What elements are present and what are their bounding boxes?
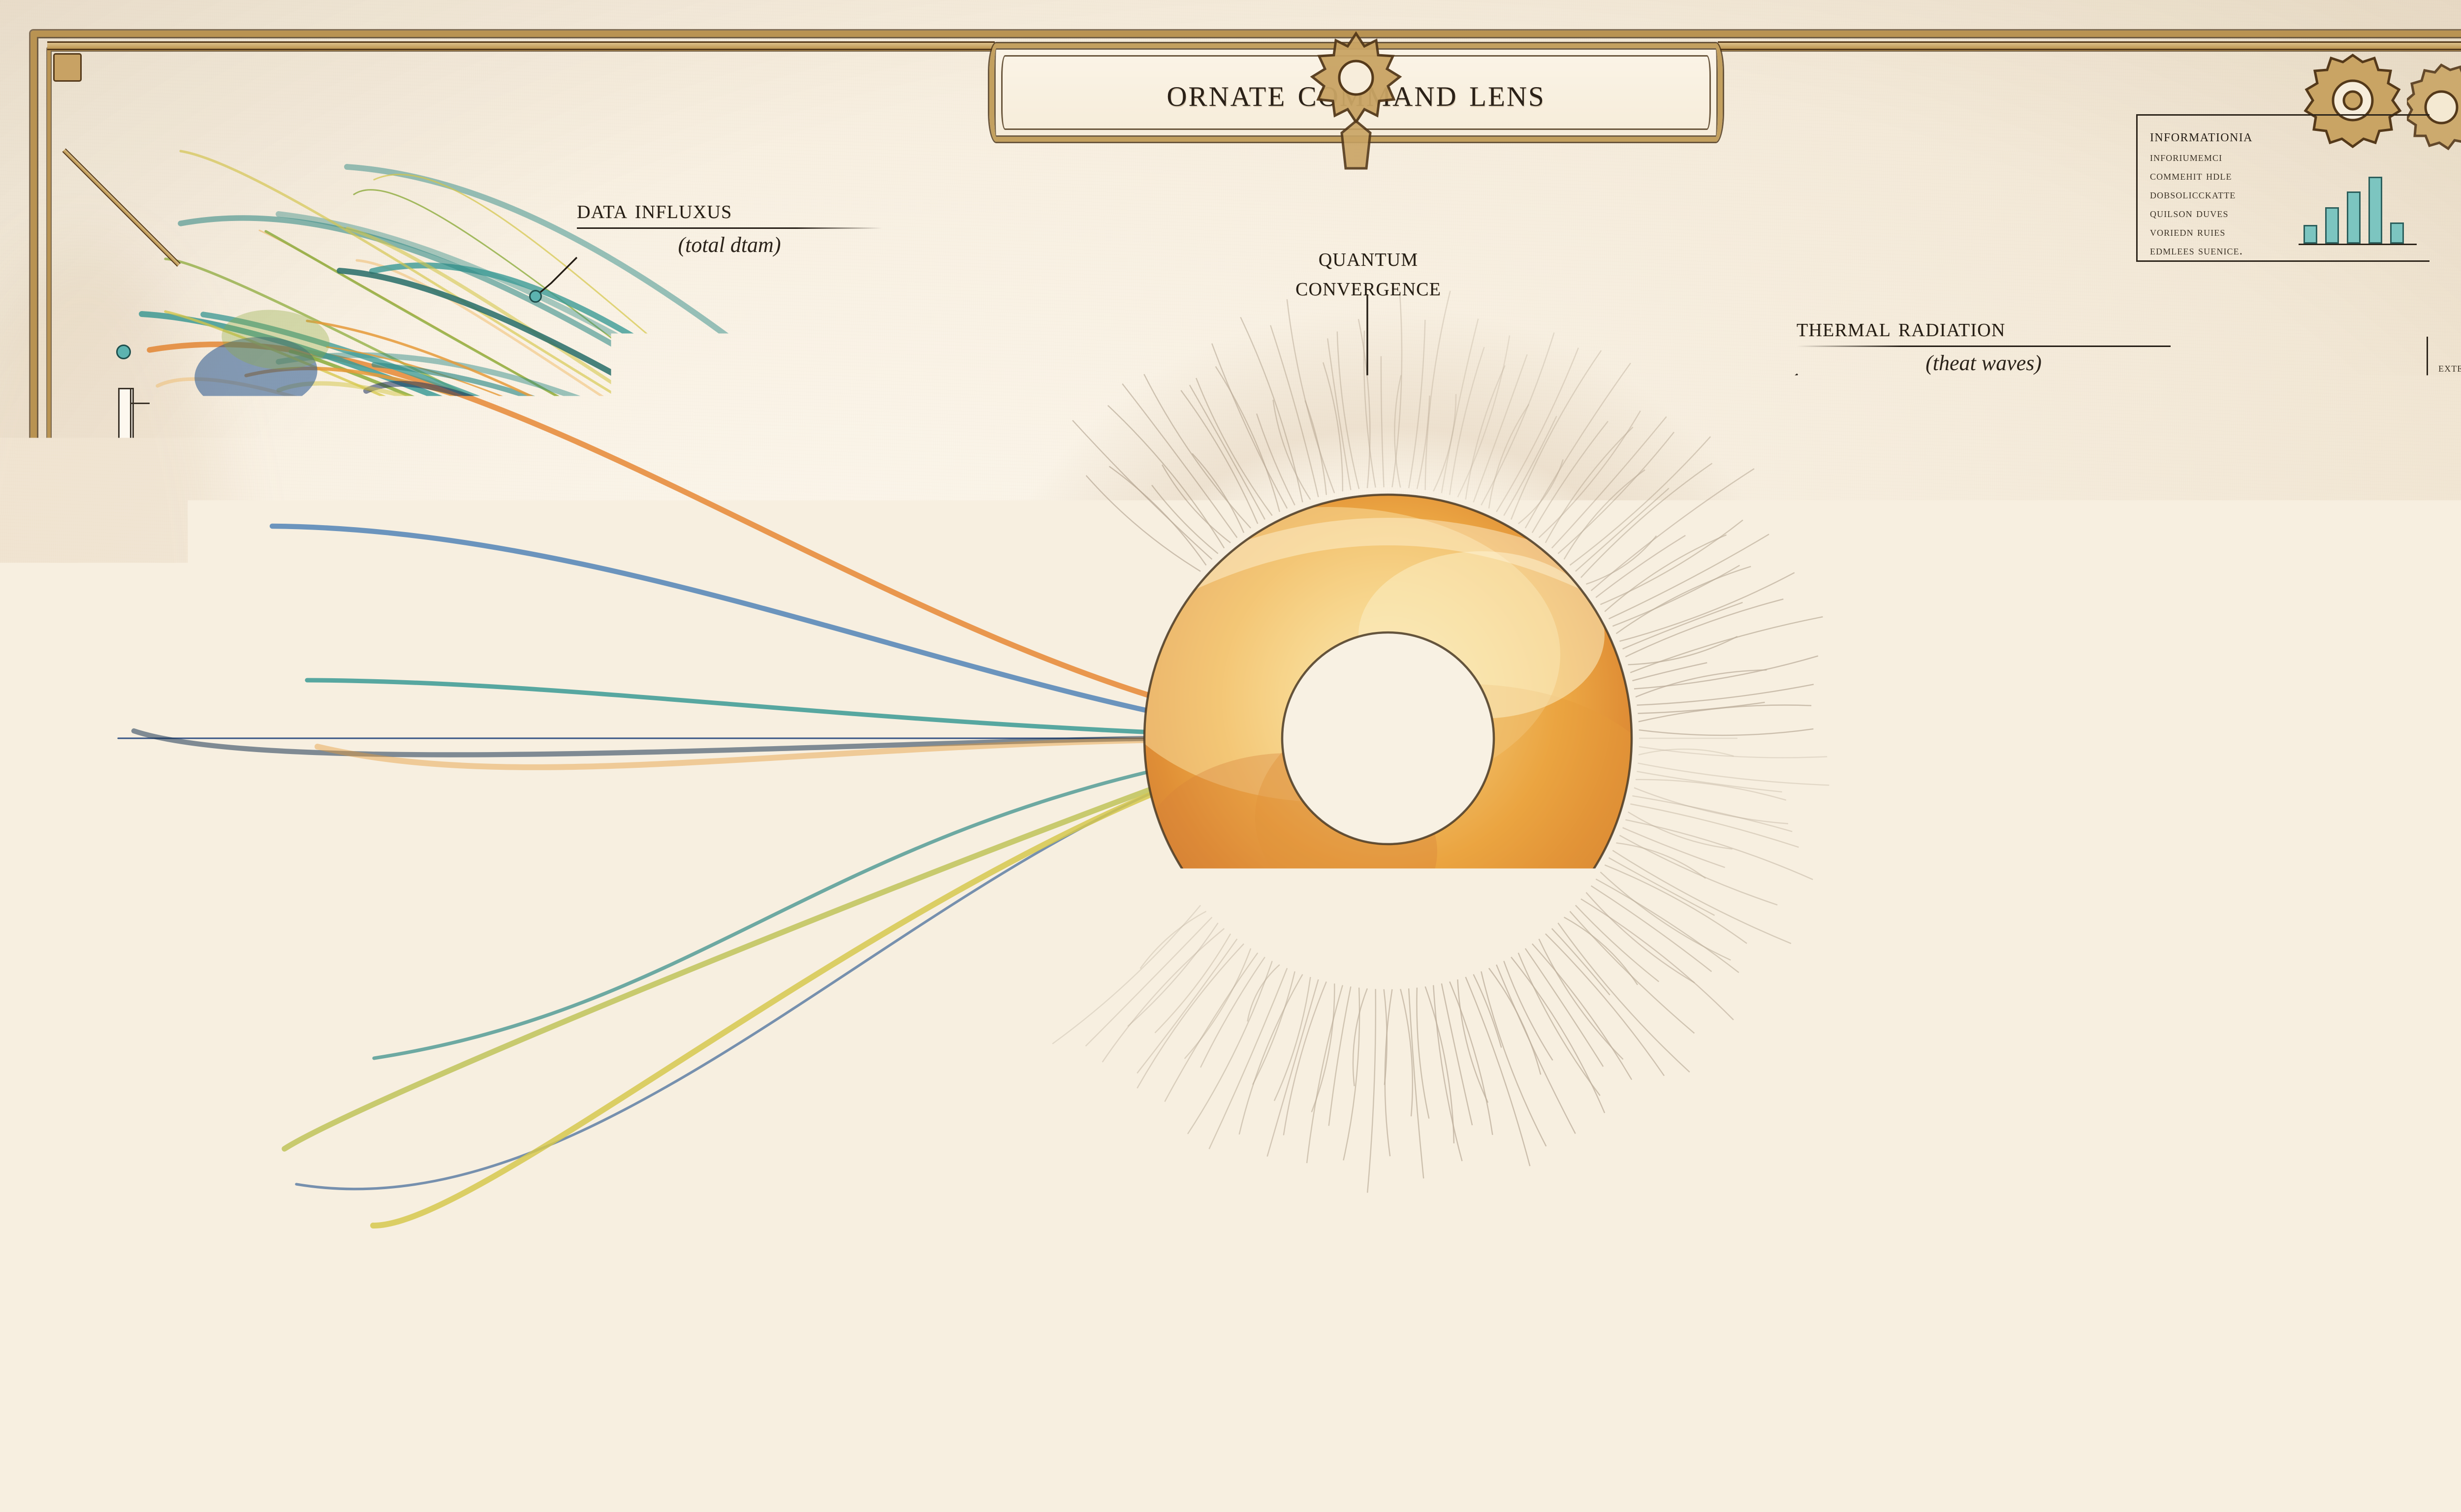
annotation-quantum-convergence-bottom[interactable]: Quantum Convergence (oxnuntum convens) bbox=[1137, 1207, 1590, 1264]
panel-line: Edmlees suenice. bbox=[2150, 244, 2288, 258]
chart-ytick: 5 bbox=[2177, 1313, 2182, 1326]
annotation-title: Emergence Threads bbox=[2018, 560, 2407, 587]
annotation-subtitle: (theat waves) bbox=[1797, 350, 2171, 376]
panel-line: Exterralastons bbox=[2438, 361, 2461, 375]
chart-xtick: VII bbox=[2338, 1386, 2348, 1399]
annotation-dot-quantum-top[interactable] bbox=[1361, 491, 1374, 504]
informationia-bar-chart bbox=[2299, 161, 2417, 245]
panel-line: Unve inetral vka. bbox=[2417, 1101, 2461, 1113]
chart-axis-x bbox=[2299, 244, 2417, 245]
panel-informationia[interactable]: Informationia Inforiumemci Commehit hdle… bbox=[2136, 114, 2429, 262]
annotation-dot-thermal-mid[interactable] bbox=[2198, 796, 2211, 809]
panel-info-marts-title: Info Marts bbox=[2179, 1253, 2407, 1274]
annotation-dot-emergence-threads[interactable] bbox=[1932, 708, 1945, 721]
panel-extrapolations-glyph-row bbox=[2434, 467, 2461, 477]
panel-line: Dobsolicckatte bbox=[2150, 188, 2288, 202]
panel-line: Conteransita bbox=[2438, 380, 2461, 394]
panel-line: Consedrucions bbox=[2438, 399, 2461, 412]
leader-data-influxus-top bbox=[536, 257, 577, 296]
info-marts-area-chart: 2 5 2 5 2 1 I II III IV V VI VI VII bbox=[2188, 1293, 2368, 1382]
panel-rule bbox=[2177, 1277, 2405, 1279]
annotation-thermal-radiation-mid[interactable]: Thermal Radiation (neat teal lerath) bbox=[2006, 887, 2395, 944]
chart-ytick: 2 bbox=[2177, 1329, 2182, 1342]
chart-bar bbox=[2303, 225, 2317, 244]
chart-ytick: 5 bbox=[2177, 1345, 2182, 1357]
panel-data-analys[interactable]: Data Analys Quantum convermus Efenvesist… bbox=[2412, 1029, 2461, 1176]
leader-data-influxus-bottom bbox=[591, 1231, 733, 1260]
annotation-title: Quantum Convergence bbox=[1191, 242, 1546, 302]
annotation-rule bbox=[2018, 592, 2407, 593]
annotation-rule bbox=[577, 227, 882, 229]
annotation-subtitle: (total dtam) bbox=[577, 232, 882, 257]
chart-xtick: V bbox=[2279, 1386, 2284, 1399]
annotation-rule bbox=[733, 1291, 1039, 1292]
panel-data-analys-title: Data Analys bbox=[2417, 1034, 2461, 1054]
annotation-dot-thermal-lower[interactable] bbox=[1602, 1010, 1615, 1023]
panel-line: Efenvesista analitte bbox=[2417, 1083, 2461, 1096]
annotation-title: Thermal Radiation bbox=[2006, 887, 2395, 914]
circle-glyph-icon bbox=[2452, 467, 2461, 477]
chart-ytick: 1 bbox=[2178, 1372, 2184, 1385]
annotation-dot-thermal-upper[interactable] bbox=[1688, 450, 1701, 463]
chart-bar bbox=[2325, 207, 2339, 244]
annotation-thermal-radiation-lower[interactable]: Thermal Radiation Thermal waves bbox=[1821, 1124, 2195, 1185]
panel-line: Voriedn ruies bbox=[2150, 225, 2288, 239]
annotation-dot-data-influxus-top[interactable] bbox=[529, 290, 542, 303]
panel-line: Friamoial bbox=[2438, 436, 2461, 450]
annotation-dot-data-influxus-bottom[interactable] bbox=[581, 1226, 594, 1239]
annotation-thermal-radiation-upper[interactable]: Thermal Radiation (theat waves) bbox=[1797, 314, 2171, 376]
chart-ytick: 2 bbox=[2177, 1360, 2182, 1373]
annotation-title: Data Influxus bbox=[733, 1259, 1039, 1286]
chart-ytick: 2 bbox=[2177, 1297, 2182, 1310]
chart-xtick: III bbox=[2237, 1386, 2244, 1399]
panel-info-marts[interactable]: Info Marts 2 5 2 5 2 1 I II III bbox=[2176, 1253, 2407, 1396]
annotation-rule bbox=[1821, 1155, 2195, 1157]
chart-bar bbox=[2390, 222, 2404, 244]
panel-extrapolations[interactable]: Exterralastons Conteransita Consedrucion… bbox=[2427, 350, 2461, 493]
chart-xtick: IV bbox=[2257, 1386, 2265, 1399]
chart-xtick: II bbox=[2217, 1386, 2222, 1399]
panel-rule bbox=[2417, 1058, 2461, 1059]
annotation-dot-quantum-bottom[interactable] bbox=[1357, 1115, 1370, 1128]
annotation-title: Thermal Radiation bbox=[1797, 314, 2171, 341]
panel-line: De goacr bbox=[2417, 1118, 2461, 1131]
annotation-title: Quantum Convergence bbox=[1137, 1207, 1590, 1234]
chart-xtick: I bbox=[2196, 1386, 2199, 1399]
panel-line: Quantum convermus bbox=[2417, 1065, 2461, 1078]
annotation-subtitle: (neat teal lerath) bbox=[2006, 918, 2395, 944]
panel-line: Commehit hdle bbox=[2150, 169, 2288, 183]
annotation-subtitle: Thermal waves bbox=[1821, 1160, 2195, 1185]
chart-xtick: VI bbox=[2318, 1386, 2326, 1399]
annotation-quantum-convergence-top[interactable]: Quantum Convergence bbox=[1191, 242, 1546, 302]
leader-thermal-upper bbox=[1695, 374, 1798, 455]
annotation-title-line1: Quantum bbox=[1319, 242, 1419, 272]
annotation-rule bbox=[1797, 346, 2171, 347]
panel-informationia-title: Informationia bbox=[2150, 127, 2253, 146]
annotation-subtitle: (oxnuntum convens) bbox=[1137, 1239, 1590, 1264]
annotation-title: Thermal Radiation bbox=[1821, 1124, 2195, 1151]
panel-line: Quilson duves bbox=[2150, 207, 2288, 220]
leader-thermal-lower bbox=[1612, 1015, 1821, 1117]
annotation-data-influxus-bottom[interactable]: Data Influxus bbox=[733, 1259, 1039, 1295]
circle-glyph-icon bbox=[2434, 467, 2445, 477]
panel-line: Inforiumemci bbox=[2150, 151, 2288, 164]
chart-bar bbox=[2347, 191, 2361, 244]
annotation-emergence-threads[interactable]: Emergence Threads (threads) bbox=[2018, 560, 2407, 622]
leader-emergence-threads bbox=[1938, 623, 2019, 713]
chart-bar bbox=[2368, 177, 2382, 244]
annotation-subtitle: (threads) bbox=[2018, 597, 2407, 622]
chart-area-series bbox=[2190, 1293, 2368, 1382]
annotation-title-line2: Convergence bbox=[1295, 272, 1441, 301]
chart-xtick: VI bbox=[2298, 1386, 2305, 1399]
annotation-title: Data Influxus bbox=[577, 196, 882, 223]
panel-line: Homiena aaiseuts bbox=[2438, 417, 2461, 431]
annotation-data-influxus-top[interactable]: Data Influxus (total dtam) bbox=[577, 196, 882, 257]
